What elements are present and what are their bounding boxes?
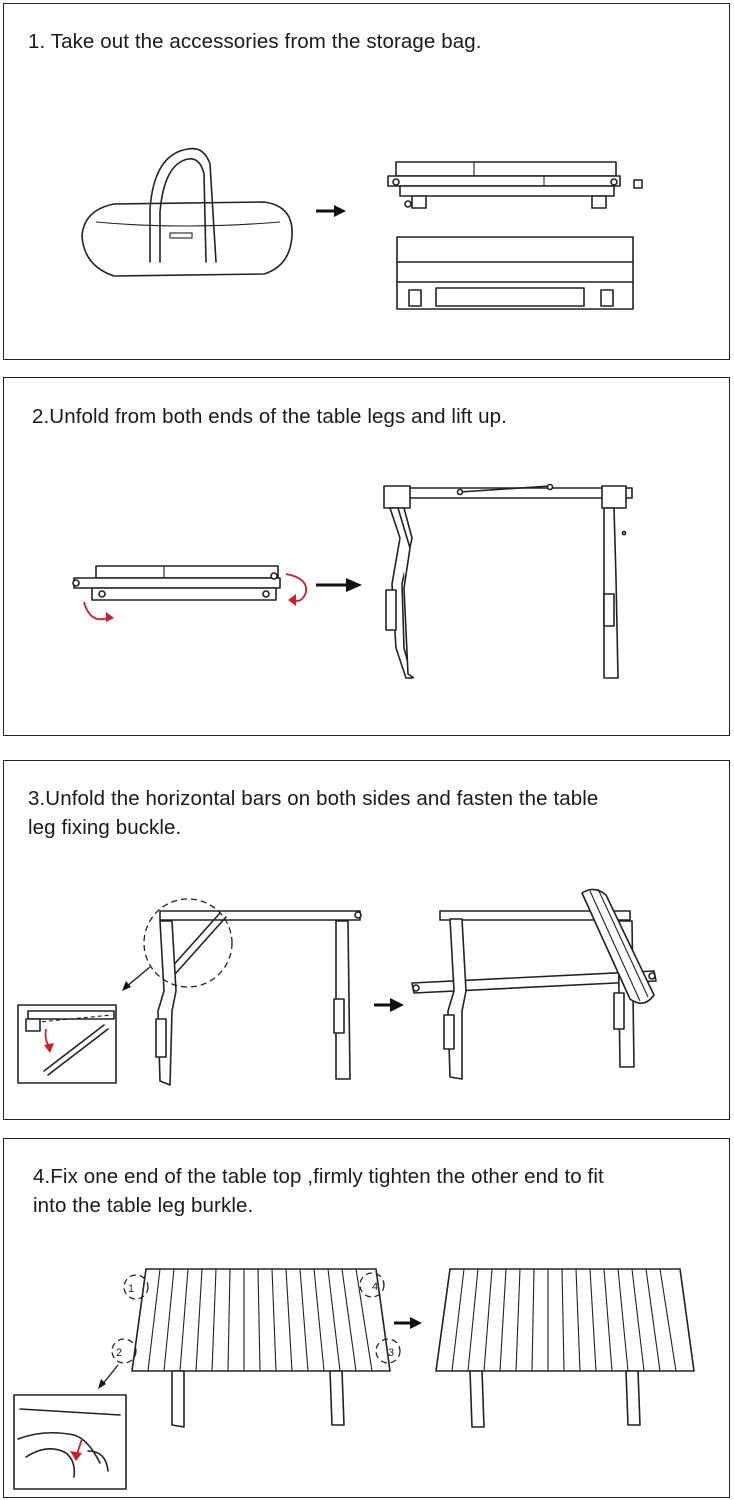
callout-4: 4 — [372, 1281, 378, 1293]
arrow-icon — [374, 998, 404, 1012]
table-frame-bar-highlight — [122, 898, 362, 1086]
step-2-text: 2.Unfold from both ends of the table leg… — [32, 405, 507, 428]
unfolded-table-frame — [383, 483, 633, 679]
step-1-illustration — [81, 147, 643, 310]
step-4-text: 4.Fix one end of the table top ,firmly t… — [33, 1165, 604, 1217]
step-1-text: 1. Take out the accessories from the sto… — [28, 30, 482, 53]
step-3-illustration — [17, 888, 657, 1086]
buckle-detail-inset — [17, 1004, 117, 1084]
table-top-assembling — [98, 1268, 401, 1428]
table-frame-bars-unfolded — [411, 888, 657, 1080]
step-4-panel: 4.Fix one end of the table top ,firmly t… — [3, 1138, 730, 1498]
storage-bag-icon — [81, 147, 293, 277]
step-1-panel: 1. Take out the accessories from the sto… — [3, 3, 730, 360]
callout-3: 3 — [388, 1347, 394, 1359]
callout-2: 2 — [116, 1347, 122, 1359]
buckle-tighten-inset — [13, 1394, 127, 1490]
step-2-illustration — [72, 483, 633, 679]
callout-1: 1 — [128, 1283, 134, 1295]
assembled-table — [435, 1268, 695, 1428]
arrow-icon — [316, 578, 362, 592]
folded-table-legs — [72, 565, 281, 601]
arrow-icon — [394, 1317, 422, 1329]
rolled-table-top — [396, 236, 634, 310]
rotate-icon — [83, 601, 114, 622]
rotate-icon — [285, 573, 308, 606]
step-3-panel: 3.Unfold the horizontal bars on both sid… — [3, 760, 730, 1120]
step-4-illustration: 1 4 2 3 — [13, 1268, 695, 1490]
step-3-text: 3.Unfold the horizontal bars on both sid… — [28, 787, 599, 839]
step-2-panel: 2.Unfold from both ends of the table leg… — [3, 377, 730, 736]
folded-table-legs — [387, 161, 643, 209]
arrow-icon — [316, 205, 346, 217]
